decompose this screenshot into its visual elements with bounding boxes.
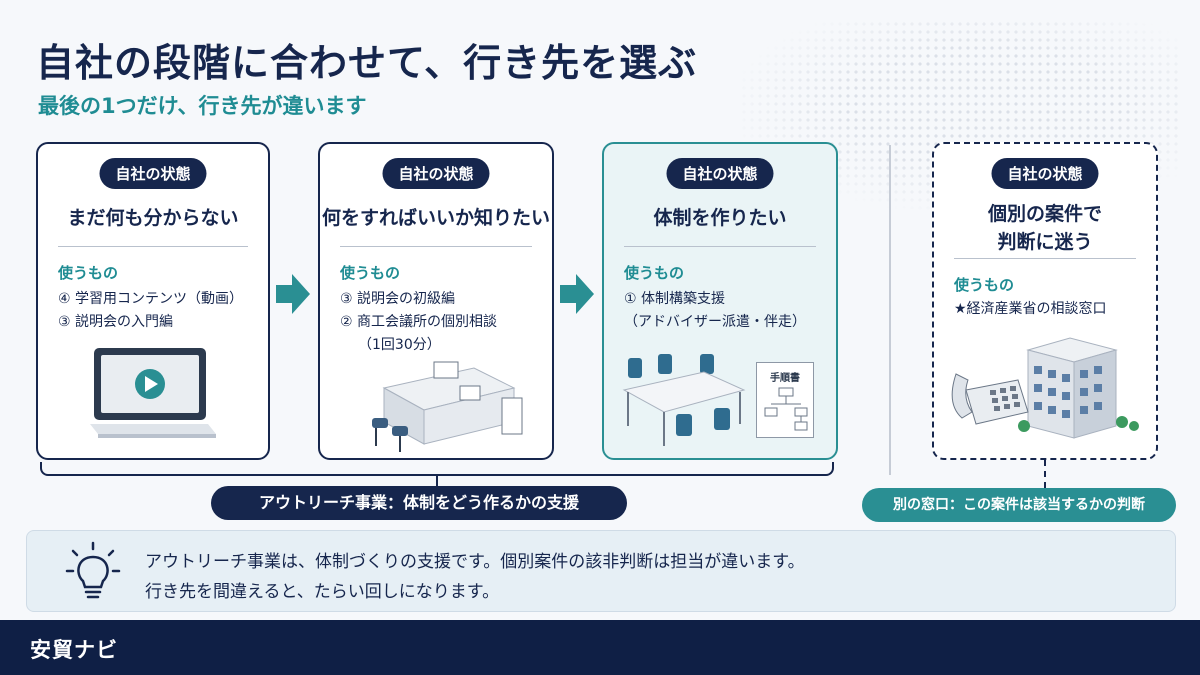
card-divider: [340, 246, 532, 247]
other-connector: [1044, 460, 1046, 488]
video-monitor-icon: [90, 348, 216, 438]
manual-label: 手順書: [770, 373, 800, 384]
info-note: アウトリーチ事業は、体制づくりの支援です。個別案件の該非判断は担当が違います。 …: [26, 530, 1176, 612]
card-heading: 個別の案件で 判断に迷う: [934, 200, 1156, 256]
meeting-table-icon: [622, 354, 746, 446]
status-badge: 自社の状態: [382, 158, 490, 189]
use-list: ③ 説明会の初級編 ② 商工会議所の個別相談 （1回30分）: [340, 288, 544, 357]
list-item: ② 商工会議所の個別相談: [340, 314, 498, 330]
stage-card-1: 自社の状態 まだ何も分からない 使うもの ④ 学習用コンテンツ（動画） ③ 説明…: [36, 142, 270, 460]
stage-card-2: 自社の状態 何をすればいいか知りたい 使うもの ③ 説明会の初級編 ② 商工会議…: [318, 142, 554, 460]
use-label: 使うもの: [58, 264, 119, 282]
page-title: 自社の段階に合わせて、行き先を選ぶ: [36, 41, 698, 85]
card-heading: 何をすればいいか知りたい: [321, 207, 550, 229]
card-heading-line: 判断に迷う: [997, 231, 1093, 253]
flowchart-icon: [764, 387, 808, 431]
arrow-right-icon: [560, 274, 594, 314]
outreach-label: アウトリーチ事業：体制をどう作るかの支援: [211, 486, 627, 520]
card-divider: [624, 246, 816, 247]
office-building-phone-icon: [951, 337, 1139, 439]
card-divider: [954, 258, 1136, 259]
reception-counter-icon: [372, 361, 523, 452]
card-heading: 体制を作りたい: [653, 207, 787, 229]
card-heading-line: 個別の案件で: [987, 203, 1102, 225]
note-line: 行き先を間違えると、たらい回しになります。: [145, 582, 500, 602]
list-item: ③ 説明会の初級編: [340, 291, 456, 307]
page-subtitle: 最後の1つだけ、行き先が違います: [38, 94, 367, 118]
use-label: 使うもの: [624, 264, 685, 282]
use-list: ④ 学習用コンテンツ（動画） ③ 説明会の入門編: [58, 288, 260, 334]
status-badge: 自社の状態: [99, 158, 207, 189]
arrow-right-icon: [276, 274, 310, 314]
list-item: （1回30分）: [358, 337, 441, 353]
manual-document-icon: 手順書: [756, 362, 814, 438]
card-divider: [58, 246, 248, 247]
list-item: （アドバイザー派遣・伴走）: [624, 314, 806, 330]
use-label: 使うもの: [954, 276, 1015, 294]
list-item: ④ 学習用コンテンツ（動画）: [58, 291, 244, 307]
card-heading: まだ何も分からない: [67, 207, 239, 229]
note-line: アウトリーチ事業は、体制づくりの支援です。個別案件の該非判断は担当が違います。: [145, 552, 805, 572]
list-item: ① 体制構築支援: [624, 291, 726, 307]
stage-card-3: 自社の状態 体制を作りたい 使うもの ① 体制構築支援 （アドバイザー派遣・伴走…: [602, 142, 838, 460]
outreach-bracket: [40, 462, 834, 476]
footer-bar: 安貿ナビ: [0, 620, 1200, 675]
list-item: ③ 説明会の入門編: [58, 314, 174, 330]
use-label: 使うもの: [340, 264, 401, 282]
lightbulb-icon: [65, 541, 121, 599]
brand-logo-text: 安貿ナビ: [30, 638, 118, 662]
use-list: ① 体制構築支援 （アドバイザー派遣・伴走）: [624, 288, 828, 334]
status-badge: 自社の状態: [666, 158, 774, 189]
section-divider: [889, 145, 891, 475]
bracket-connector: [436, 476, 438, 486]
stage-card-4: 自社の状態 個別の案件で 判断に迷う 使うもの ★経済産業省の相談窓口: [932, 142, 1158, 460]
other-desk-label: 別の窓口：この案件は該当するかの判断: [862, 488, 1176, 522]
use-list: ★経済産業省の相談窓口: [954, 298, 1148, 321]
list-item: ★経済産業省の相談窓口: [954, 301, 1107, 317]
status-badge: 自社の状態: [991, 158, 1099, 189]
